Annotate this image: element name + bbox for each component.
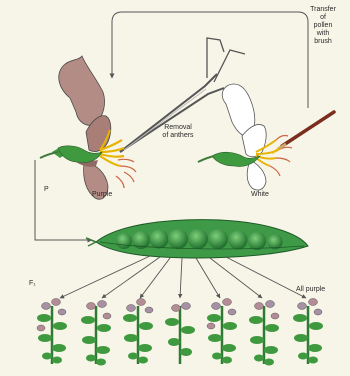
parent-generation-label: P	[44, 186, 49, 194]
transfer-label-line: of	[300, 14, 346, 22]
removal-label-line: of anthers	[150, 132, 206, 140]
transfer-label: Transfer of pollen with brush	[300, 6, 346, 46]
f1-plants	[37, 299, 323, 366]
f1-plant	[123, 299, 153, 365]
purple-flower	[40, 56, 136, 199]
white-label: White	[251, 191, 269, 199]
purple-label: Purple	[92, 191, 112, 199]
f1-plant	[293, 299, 323, 365]
f1-plant	[165, 303, 195, 365]
f1-generation-label: F₁	[29, 280, 36, 288]
brush-icon	[272, 112, 334, 153]
f1-plant	[207, 299, 237, 365]
transfer-label-line: with	[300, 30, 346, 38]
f1-arrows	[60, 256, 306, 298]
f1-plant	[249, 301, 279, 366]
f1-plant	[81, 301, 111, 366]
white-flower	[198, 84, 292, 190]
removal-label-line: Removal	[150, 124, 206, 132]
transfer-label-line: Transfer	[300, 6, 346, 14]
transfer-label-line: pollen	[300, 22, 346, 30]
transfer-label-line: brush	[300, 38, 346, 46]
all-purple-label: All purple	[296, 286, 325, 294]
pea-pod	[86, 220, 308, 258]
f1-plant	[37, 299, 67, 365]
removal-label: Removal of anthers	[150, 124, 206, 140]
